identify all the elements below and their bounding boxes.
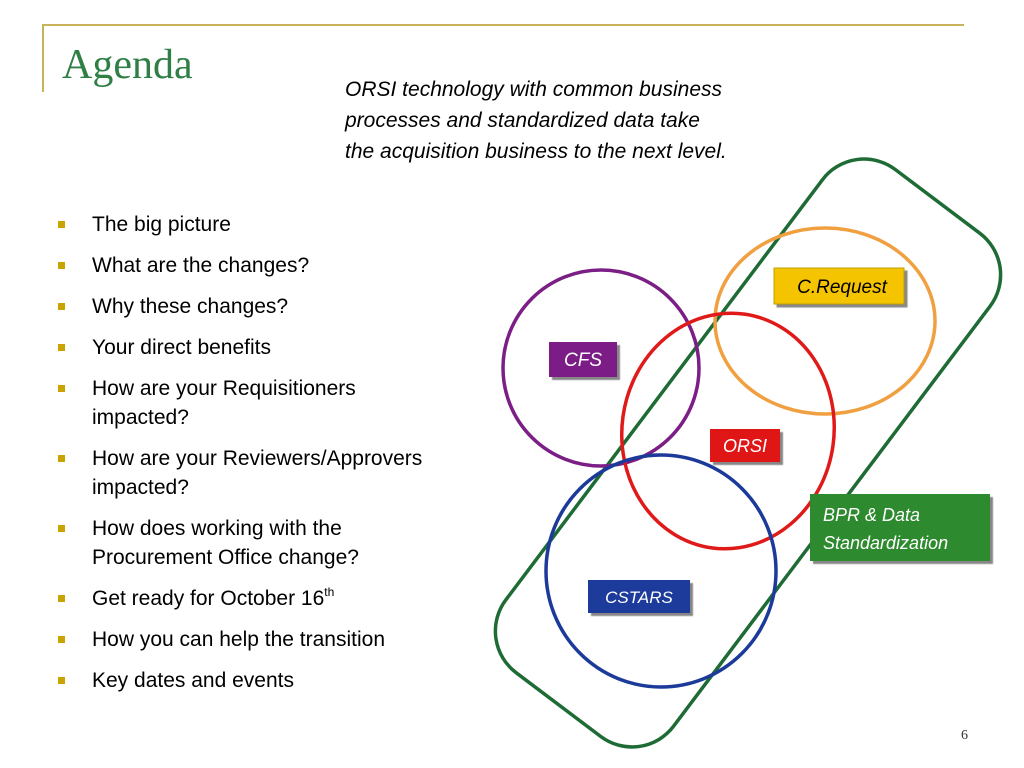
tagline-line: ORSI technology with common business — [345, 78, 723, 101]
square-bullet-icon — [58, 303, 65, 310]
orsi-label: ORSI — [710, 429, 780, 462]
agenda-item-dates: Key dates and events — [56, 666, 506, 695]
square-bullet-icon — [58, 344, 65, 351]
agenda-item-reviewers: How are your Reviewers/Approvers impacte… — [56, 444, 506, 502]
agenda-item-text: How you can help the transition — [92, 628, 386, 651]
agenda-item-text: Procurement Office change? — [92, 546, 359, 569]
agenda-item-text: Get ready for October 16 — [92, 587, 325, 610]
orsi-circle — [620, 311, 836, 551]
agenda-item-october: Get ready for October 16th — [56, 584, 506, 613]
cstars-label: CSTARS — [588, 580, 690, 613]
bpr-label-line2: Standardization — [823, 533, 948, 553]
slide-title: Agenda — [62, 42, 193, 88]
slide-tagline: ORSI technology with common business pro… — [345, 74, 825, 167]
orsi-label-text: ORSI — [723, 436, 767, 456]
agenda-item-text: How are your Requisitioners — [92, 377, 356, 400]
agenda-item-big-picture: The big picture — [56, 210, 506, 239]
square-bullet-icon — [58, 455, 65, 462]
agenda-item-text: The big picture — [92, 213, 231, 236]
square-bullet-icon — [58, 677, 65, 684]
agenda-item-text: What are the changes? — [92, 254, 310, 277]
agenda-item-transition: How you can help the transition — [56, 625, 506, 654]
tagline-line: the acquisition business to the next lev… — [345, 140, 727, 163]
square-bullet-icon — [58, 595, 65, 602]
c-request-label: C.Request — [773, 267, 905, 305]
agenda-item-text: impacted? — [92, 476, 189, 499]
tagline-line: processes and standardized data take — [345, 109, 700, 132]
agenda-item-text: Why these changes? — [92, 295, 289, 318]
agenda-item-text: Key dates and events — [92, 669, 294, 692]
title-frame-left-rule — [42, 24, 44, 92]
cfs-label: CFS — [549, 342, 617, 377]
agenda-item-text: impacted? — [92, 406, 189, 429]
square-bullet-icon — [58, 221, 65, 228]
agenda-item-requisitioners: How are your Requisitioners impacted? — [56, 374, 506, 432]
c-request-label-text: C.Request — [797, 277, 887, 298]
page-number: 6 — [961, 728, 968, 743]
bpr-label: BPR & Data Standardization — [810, 494, 990, 561]
agenda-item-procurement: How does working with the Procurement Of… — [56, 514, 506, 572]
ordinal-suffix: th — [324, 585, 335, 599]
square-bullet-icon — [58, 525, 65, 532]
agenda-list: The big picture What are the changes? Wh… — [56, 210, 506, 707]
c-request-circle — [713, 226, 937, 416]
cstars-circle — [544, 453, 778, 689]
square-bullet-icon — [58, 636, 65, 643]
cstars-label-text: CSTARS — [605, 588, 673, 607]
agenda-item-text: How does working with the — [92, 517, 342, 540]
square-bullet-icon — [58, 262, 65, 269]
square-bullet-icon — [58, 385, 65, 392]
agenda-item-changes: What are the changes? — [56, 251, 506, 280]
agenda-item-benefits: Your direct benefits — [56, 333, 506, 362]
agenda-item-why-changes: Why these changes? — [56, 292, 506, 321]
agenda-item-text: How are your Reviewers/Approvers — [92, 447, 423, 470]
cfs-label-text: CFS — [564, 350, 602, 371]
bpr-label-line1: BPR & Data — [823, 505, 920, 525]
title-frame-top-rule — [42, 24, 964, 26]
cfs-circle — [501, 268, 701, 468]
agenda-item-text: Your direct benefits — [92, 336, 272, 359]
